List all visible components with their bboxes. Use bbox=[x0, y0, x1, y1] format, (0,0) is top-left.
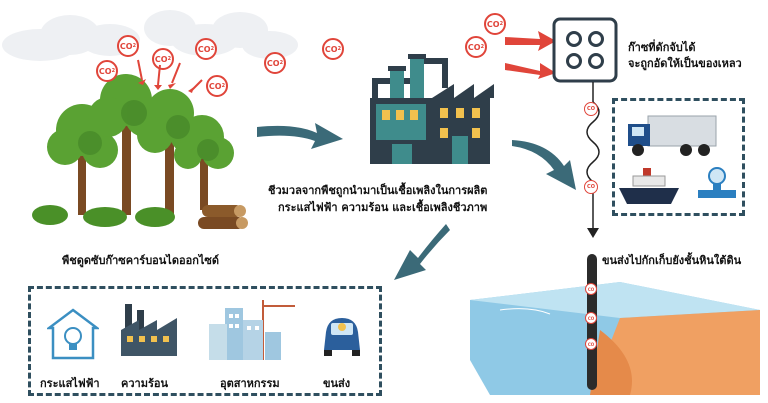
biomass-label-line2: กระแสไฟฟ้า ความร้อน และเชื้อเพลิงชีวภาพ bbox=[278, 201, 488, 214]
lightbulb-house-icon bbox=[47, 308, 99, 360]
injection-well bbox=[587, 254, 597, 390]
uses-box bbox=[28, 286, 382, 396]
pipeline-valve-icon bbox=[698, 167, 736, 198]
arrow-factory-to-uses bbox=[394, 224, 450, 280]
use-label: ขนส่ง bbox=[323, 377, 351, 390]
use-label: ความร้อน bbox=[121, 377, 168, 390]
arrow-trees-to-factory bbox=[257, 123, 343, 149]
biomass-label-line1: ชีวมวลจากพืชถูกนำมาเป็นเชื้อเพลิงในการผล… bbox=[268, 184, 488, 197]
use-label: กระแสไฟฟ้า bbox=[40, 377, 100, 390]
transport-storage-label: ขนส่งไปกักเก็บยังชั้นหินใต้ดิน bbox=[602, 254, 742, 267]
geological-storage-illustration bbox=[470, 282, 760, 395]
ship-icon bbox=[619, 168, 679, 204]
captured-label-line1: ก๊าซที่ดักจับได้ bbox=[628, 41, 696, 54]
absorb-arrows bbox=[137, 59, 203, 93]
captured-label-line2: จะถูกอัดให้เป็นของเหลว bbox=[628, 57, 742, 70]
truck-icon bbox=[628, 115, 717, 156]
co2-bubble: CO bbox=[584, 102, 598, 116]
clouds bbox=[2, 10, 298, 61]
capture-arrows bbox=[505, 31, 556, 79]
co2-bubble: CO bbox=[584, 180, 598, 194]
factory-icon bbox=[121, 304, 177, 356]
co2-bubble: CO bbox=[585, 338, 597, 350]
transport-box bbox=[612, 98, 745, 216]
use-label: อุตสาหกรรม bbox=[220, 377, 280, 390]
plant-absorb-label: พืชดูดซับก๊าซคาร์บอนไดออกไซด์ bbox=[62, 254, 219, 267]
car-icon bbox=[324, 318, 360, 356]
industry-buildings-icon bbox=[209, 300, 295, 360]
trees-illustration bbox=[32, 74, 248, 229]
co2-transfer-line bbox=[586, 82, 600, 238]
factory-illustration bbox=[370, 54, 494, 164]
arrow-factory-to-storage bbox=[512, 140, 576, 190]
co2-bubble: CO bbox=[585, 283, 597, 295]
co2-bubble: CO bbox=[585, 312, 597, 324]
capture-container-icon bbox=[552, 17, 618, 83]
